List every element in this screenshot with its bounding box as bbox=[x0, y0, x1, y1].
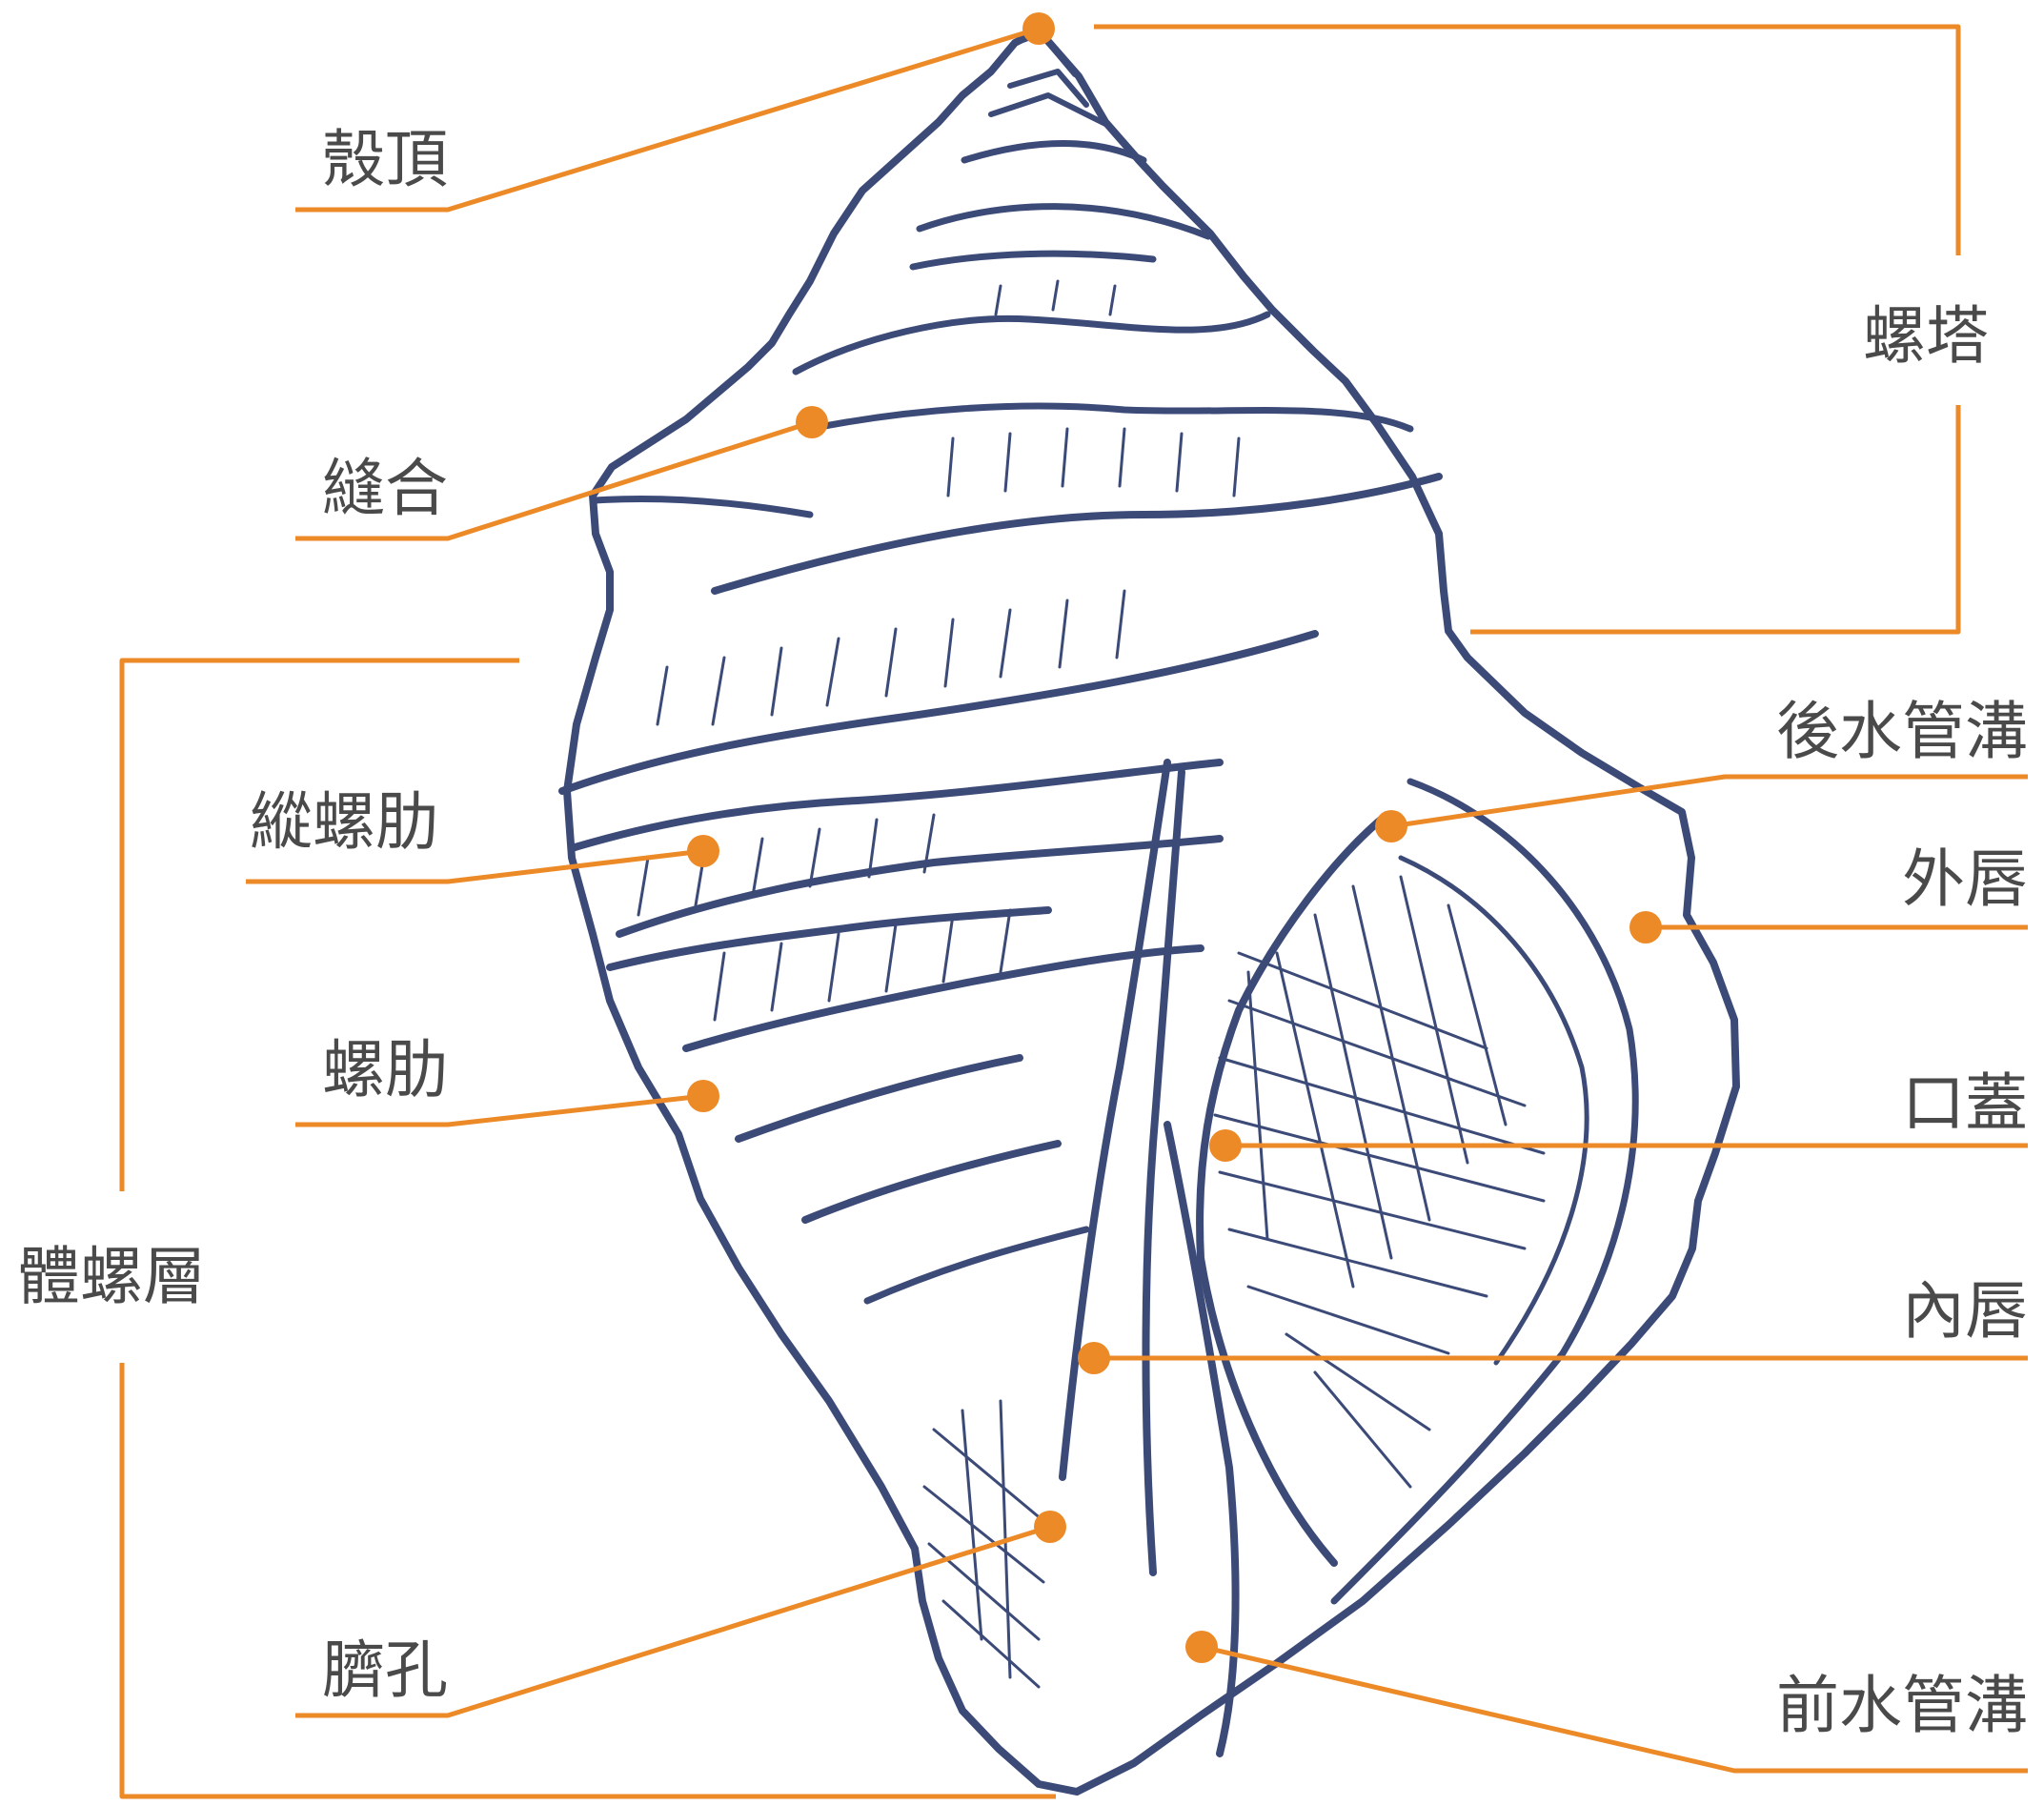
leader-anterior-canal bbox=[1201, 1644, 2028, 1774]
leader-posterior-canal bbox=[1390, 774, 2028, 829]
dot-operculum bbox=[1209, 1129, 1242, 1162]
label-outer-lip: 外唇 bbox=[1902, 842, 2028, 916]
spiral-rib-6 bbox=[735, 1054, 1023, 1143]
aperture-mid-curve bbox=[1398, 855, 1589, 1366]
spire-bracket-top bbox=[1094, 24, 1961, 255]
spire-bracket-bottom bbox=[1470, 405, 1961, 635]
dot-axial-rib bbox=[687, 835, 719, 867]
leader-umbilicus bbox=[295, 1524, 1051, 1718]
columella-left bbox=[1059, 759, 1171, 1481]
dot-apex bbox=[1022, 12, 1055, 45]
label-body-whorl: 體螺層 bbox=[17, 1240, 206, 1313]
aperture-inner-curve bbox=[1196, 811, 1390, 1567]
spiral-rib-4 bbox=[606, 906, 1052, 971]
body-whorl-bracket-bottom bbox=[119, 1363, 1056, 1799]
label-spire: 螺塔 bbox=[1863, 299, 1989, 373]
leader-apex bbox=[295, 26, 1040, 213]
label-suture: 縫合 bbox=[322, 452, 448, 525]
suture-line-3 bbox=[909, 250, 1157, 271]
label-anterior-canal: 前水管溝 bbox=[1776, 1669, 2028, 1742]
suture-line-7 bbox=[592, 495, 814, 518]
label-operculum: 口蓋 bbox=[1902, 1066, 2028, 1140]
dot-umbilicus bbox=[1034, 1511, 1066, 1543]
columella-right bbox=[1142, 768, 1185, 1576]
suture-line-1 bbox=[961, 140, 1147, 164]
dot-suture bbox=[796, 406, 828, 438]
shell-outline bbox=[563, 27, 1740, 1796]
aperture-hatching bbox=[1213, 875, 1546, 1489]
spiral-rib-5 bbox=[682, 944, 1204, 1052]
suture-line-2 bbox=[916, 203, 1212, 240]
marker-dots bbox=[687, 12, 1662, 1663]
aperture-outer-curve bbox=[1330, 778, 1639, 1605]
label-axial-rib: 縱螺肋 bbox=[250, 785, 438, 859]
spiral-rib-2 bbox=[568, 759, 1224, 852]
dot-anterior-canal bbox=[1185, 1631, 1218, 1663]
dot-spiral-rib bbox=[687, 1080, 719, 1112]
labels: 殼頂 縫合 縱螺肋 螺肋 臍孔 體螺層 螺塔 後水管溝 外唇 口蓋 內唇 前水管… bbox=[17, 123, 2028, 1742]
spiral-rib-1 bbox=[558, 630, 1319, 795]
spiral-rib-8 bbox=[863, 1226, 1090, 1305]
label-posterior-canal: 後水管溝 bbox=[1776, 695, 2028, 768]
spiral-rib-3 bbox=[616, 835, 1224, 938]
umbilicus-hatching bbox=[922, 1399, 1050, 1689]
inner-lip-curve bbox=[1164, 1121, 1240, 1757]
suture-line-4 bbox=[792, 311, 1271, 375]
label-umbilicus: 臍孔 bbox=[322, 1634, 448, 1707]
dot-posterior-canal bbox=[1375, 810, 1407, 842]
body-whorl-bracket-top bbox=[119, 658, 519, 1191]
leader-suture bbox=[295, 419, 813, 541]
leader-lines bbox=[119, 24, 2028, 1799]
axial-rib-ticks bbox=[637, 279, 1241, 1022]
dot-outer-lip bbox=[1629, 911, 1662, 944]
leader-spiral-rib bbox=[295, 1093, 704, 1127]
suture-line-6 bbox=[711, 473, 1443, 595]
label-spiral-rib: 螺肋 bbox=[322, 1033, 448, 1106]
suture-line-5 bbox=[806, 402, 1414, 433]
shell-illustration bbox=[558, 27, 1740, 1796]
dot-inner-lip bbox=[1078, 1342, 1110, 1374]
label-apex: 殼頂 bbox=[322, 123, 448, 196]
leader-axial-rib bbox=[246, 848, 704, 884]
spiral-rib-7 bbox=[801, 1140, 1062, 1224]
label-inner-lip: 內唇 bbox=[1902, 1274, 2028, 1348]
